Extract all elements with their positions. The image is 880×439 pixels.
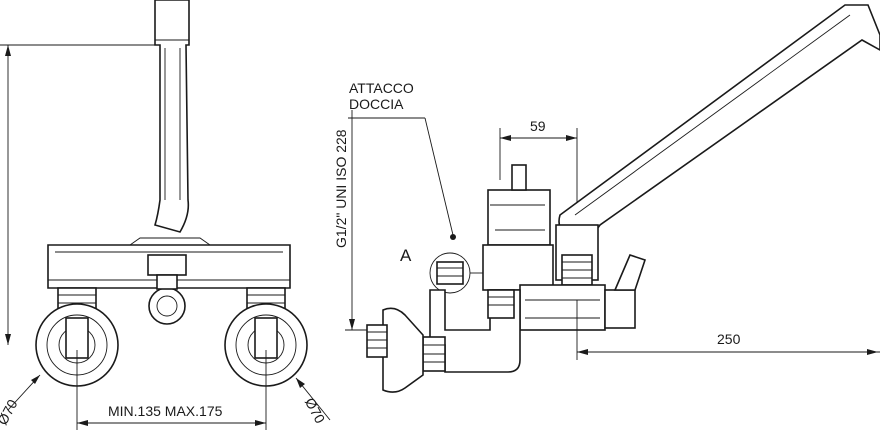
spout <box>153 0 190 233</box>
thread-spec-label: G1/2" UNI ISO 228 <box>333 129 349 248</box>
front-view <box>0 0 331 430</box>
lever-arm <box>558 4 880 240</box>
shower-connection-label-line2: DOCCIA <box>349 96 404 112</box>
dimension-250-label: 250 <box>717 331 741 347</box>
side-body-upper <box>487 189 551 246</box>
dimension-59-label: 59 <box>530 118 546 134</box>
side-outlet-body <box>519 284 606 331</box>
side-view <box>345 4 880 393</box>
shower-connection-label-line1: ATTACCO <box>349 80 414 96</box>
detail-marker-a: A <box>400 246 412 265</box>
center-distance-label: MIN.135 MAX.175 <box>108 403 223 419</box>
diverter-knob <box>148 287 186 325</box>
side-body-lower <box>482 244 554 291</box>
side-wall-flange <box>382 307 424 393</box>
